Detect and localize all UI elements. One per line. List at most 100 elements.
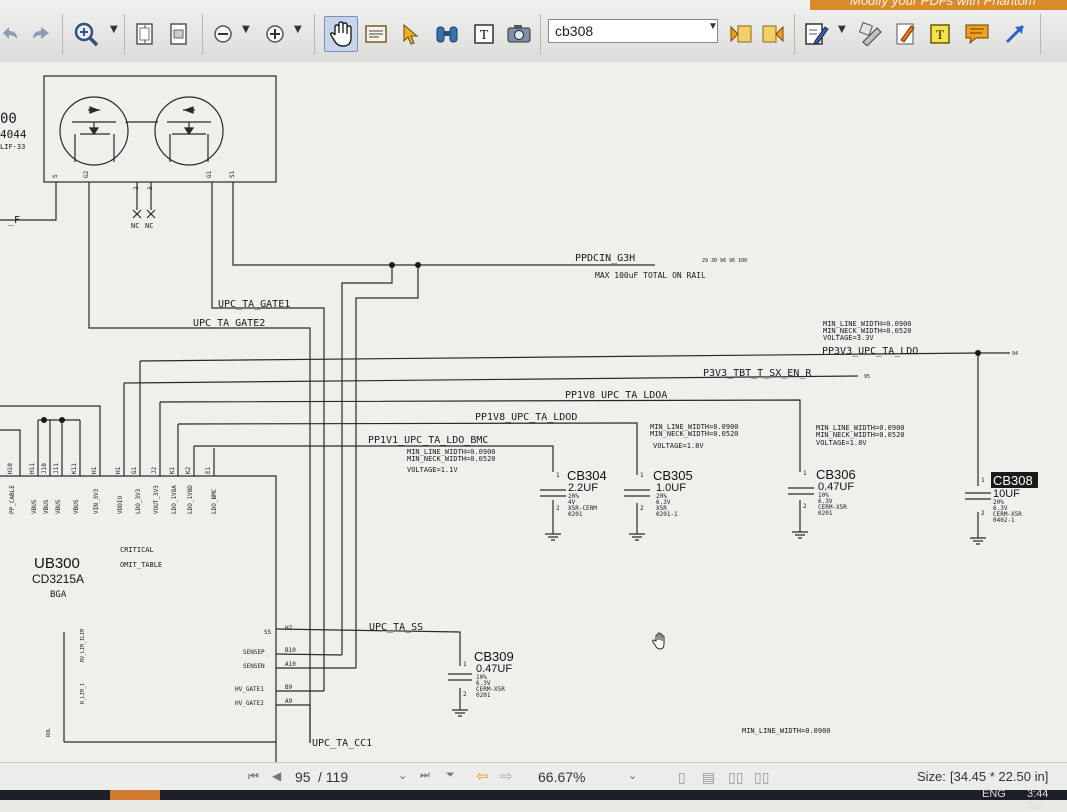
net-label-pp3v3: PP3V3_UPC_TA_LDO (822, 346, 918, 357)
cap-detail: CERM-X5R (476, 686, 505, 693)
clock[interactable]: 3:44 AM (1027, 788, 1049, 812)
ic-pin-number: H10 (7, 463, 14, 474)
arrow-icon[interactable] (1000, 18, 1030, 50)
ic-pin-name: LDO_3V3 (135, 488, 142, 514)
zoom-in-circle-icon[interactable] (262, 18, 288, 50)
arrow-select-icon[interactable] (398, 18, 424, 50)
ic-pin-name: VDDIO (117, 496, 124, 514)
highlight-icon[interactable] (892, 18, 920, 50)
ic-pin-number: H1 (91, 466, 98, 474)
ref-fragment: 00 (0, 111, 17, 127)
stamp-icon[interactable] (856, 18, 886, 50)
edit-icon[interactable] (800, 18, 832, 50)
hand-tool-icon[interactable] (324, 16, 358, 52)
pin-number: G1 (206, 170, 213, 178)
zoom-in-dropdown[interactable]: ▼ (294, 24, 302, 35)
fit-page-icon[interactable] (132, 18, 158, 50)
cap-pin: 2 (981, 510, 985, 517)
cap-value: 10UF (993, 488, 1020, 500)
constraint-text: MIN_NECK_WIDTH=0.0520 (816, 431, 905, 439)
cap-pin: 1 (803, 470, 807, 477)
cap-detail: 0201 (476, 692, 491, 699)
ad-banner[interactable]: Modify your PDFs with Phantom (810, 0, 1067, 10)
last-page-icon[interactable]: ⏭ (420, 769, 430, 781)
ic-pin-number: K11 (71, 463, 78, 474)
hand-cursor-icon (652, 632, 665, 650)
forward-icon[interactable]: ⇨ (500, 768, 513, 785)
ic-side-pin-label: ROL (46, 728, 52, 737)
back-icon[interactable]: ⇦ (476, 768, 489, 785)
undo-icon[interactable] (0, 18, 22, 50)
zoom-in-icon[interactable] (70, 18, 102, 50)
zoom-dropdown[interactable]: ▼ (110, 24, 118, 35)
constraint-text: MIN_NECK_WIDTH=0.0520 (823, 327, 912, 335)
ic-side-pin-label: RV_LIM_ILIM (80, 629, 86, 662)
comment-icon[interactable] (962, 18, 992, 50)
ic-pin-name: VBUS (55, 499, 62, 514)
search-dropdown-icon[interactable]: ▼ (708, 21, 718, 32)
taskbar-app-button[interactable] (110, 790, 160, 800)
first-page-icon[interactable]: ⏮ (248, 769, 259, 783)
search-highlight (991, 472, 1038, 488)
next-page-icon[interactable]: ⌄ (398, 770, 408, 782)
os-taskbar: ENG 3:44 AM (0, 788, 1067, 812)
cap-detail: 6.3V (476, 680, 491, 687)
mosfet-2 (154, 96, 224, 166)
zoom-out-circle-icon[interactable] (210, 18, 236, 50)
ic-package: BGA (50, 590, 67, 600)
size-label: Size: (917, 769, 946, 784)
ic-side-pin-label: R_LIM_1 (80, 683, 86, 704)
ic-pin-number: K1 (169, 466, 176, 474)
typewriter-icon[interactable]: T (470, 18, 498, 50)
cap-detail: X5R-CERM (568, 505, 597, 512)
search-input[interactable] (548, 19, 718, 43)
zoom-out-dropdown[interactable]: ▼ (242, 24, 250, 35)
cap-detail: 4V (568, 499, 576, 506)
net-fragment: _F (8, 215, 20, 226)
ic-pin-number: H1 (115, 466, 122, 474)
cap-ref-cb305: CB305 (653, 468, 693, 483)
net-label-cut: UPC_TA_CC1 (312, 738, 372, 749)
cap-detail: CERM-X5R (818, 504, 847, 511)
ic-left-pin-name: SS (264, 629, 272, 636)
constraint-text: MIN_LINE_WIDTH=0.0900 (742, 727, 831, 735)
prev-result-icon[interactable] (726, 18, 756, 50)
cap-pin: 2 (640, 505, 644, 512)
actual-size-icon[interactable] (166, 18, 192, 50)
page-current[interactable]: 95 (295, 769, 311, 785)
cap-pin: 2 (463, 691, 467, 698)
select-text-icon[interactable] (362, 18, 390, 50)
text-box-icon[interactable]: T (926, 18, 954, 50)
cap-detail: 10% (476, 674, 487, 681)
document-viewport[interactable]: 00 4044 LIF-33 _F NC NC S G2 2 3 G1 S1 P… (0, 62, 1067, 762)
facing-icon[interactable]: ▯▯ (728, 769, 744, 785)
cap-value: 0.47UF (818, 481, 854, 493)
single-page-icon[interactable]: ▯ (678, 769, 686, 785)
scroll-page-icon[interactable]: ⏷ (446, 769, 455, 781)
constraint-text: MIN_NECK_WIDTH=0.0520 (407, 455, 496, 463)
language-indicator[interactable]: ENG (982, 788, 1006, 800)
ic-pin-name: VBUS (73, 499, 80, 514)
cap-detail: 20% (656, 493, 667, 500)
next-result-icon[interactable] (758, 18, 788, 50)
binoculars-icon[interactable] (432, 18, 462, 50)
cap-detail: 20% (568, 493, 579, 500)
cap-detail: 10% (818, 492, 829, 499)
continuous-icon[interactable]: ▤ (702, 769, 716, 785)
zoom-level[interactable]: 66.67% (538, 769, 586, 785)
zoom-dropdown-icon[interactable]: ⌄ (628, 770, 638, 782)
ic-pin-number: J11 (53, 463, 60, 474)
cap-pin: 1 (981, 477, 985, 484)
main-toolbar: ▼ ▼ ▼ T ▼ Modify your PDFs with Phantom (0, 0, 1067, 63)
ic-left-pin-name: SENSEN (243, 663, 265, 670)
redo-icon[interactable] (26, 18, 56, 50)
ic-note: CRITICAL (120, 546, 154, 554)
net-label-p3v3-tbt: P3V3_TBT_T_SX_EN_R (703, 368, 812, 379)
snapshot-icon[interactable] (504, 18, 534, 50)
pin-number: 2 (133, 186, 140, 190)
svg-text:T: T (936, 27, 944, 42)
facing-continuous-icon[interactable]: ▯▯ (754, 769, 770, 785)
pin-number: 3 (147, 186, 154, 190)
edit-dropdown[interactable]: ▼ (838, 24, 846, 35)
prev-page-icon[interactable]: ◀ (272, 769, 282, 783)
